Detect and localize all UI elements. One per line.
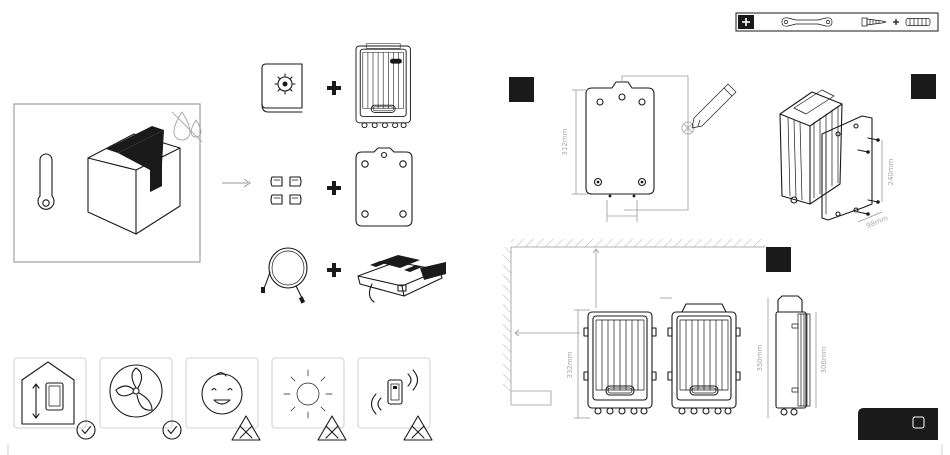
wall-plate-outline — [586, 82, 654, 197]
rear-mounting-plate — [822, 116, 872, 220]
charger-unit-side — [776, 296, 810, 415]
cable-coil-icon — [261, 248, 307, 304]
clearance-step: 332mm 350mm 306mm — [503, 239, 828, 418]
mounting-step: 312mm — [509, 76, 736, 222]
charger-unit-front-left — [584, 312, 656, 414]
indoor-house-icon — [14, 358, 86, 428]
screws-icon — [858, 138, 880, 216]
remote-panel-icon — [358, 255, 446, 302]
mounting-plate-icon — [356, 148, 412, 226]
dimension-312: 312mm — [561, 128, 569, 155]
step-marker — [911, 74, 936, 99]
storage-frame — [14, 104, 200, 262]
ceiling-hatch — [511, 239, 765, 247]
thermometer-icon — [38, 154, 54, 209]
manual-gear-icon — [262, 64, 302, 112]
plus-icon — [738, 15, 754, 29]
crop-mark — [8, 444, 942, 455]
charger-unit-icon — [356, 44, 410, 128]
step-marker — [509, 77, 534, 102]
no-water-icon — [172, 112, 202, 142]
storage-panel — [14, 104, 202, 262]
arrow-right-icon — [222, 179, 250, 187]
dimension-332: 332mm — [566, 351, 574, 378]
page-tab — [858, 408, 938, 440]
pencil-icon — [692, 84, 736, 128]
dimension-98: 98mm — [865, 214, 889, 230]
unit-isometric-rear — [780, 90, 842, 204]
plus-icon — [327, 181, 341, 195]
tool-requirement-bar — [736, 13, 938, 31]
dimension-350: 350mm — [756, 344, 764, 371]
charger-unit-front-right — [668, 304, 740, 414]
step-marker — [766, 247, 791, 272]
package-contents — [261, 44, 446, 304]
dimension-240: 240mm — [887, 158, 895, 185]
rear-mount-step: 240mm 98mm — [780, 74, 936, 230]
wall-hatch — [503, 247, 511, 391]
plus-icon — [327, 81, 341, 95]
conditions-row — [14, 358, 432, 440]
plus-icon — [327, 263, 341, 277]
dimension-306: 306mm — [820, 346, 828, 373]
clips-icon — [271, 177, 301, 204]
toolbar-frame — [736, 13, 938, 31]
cardboard-box-icon — [88, 126, 180, 234]
ventilation-fan-icon — [100, 358, 172, 428]
